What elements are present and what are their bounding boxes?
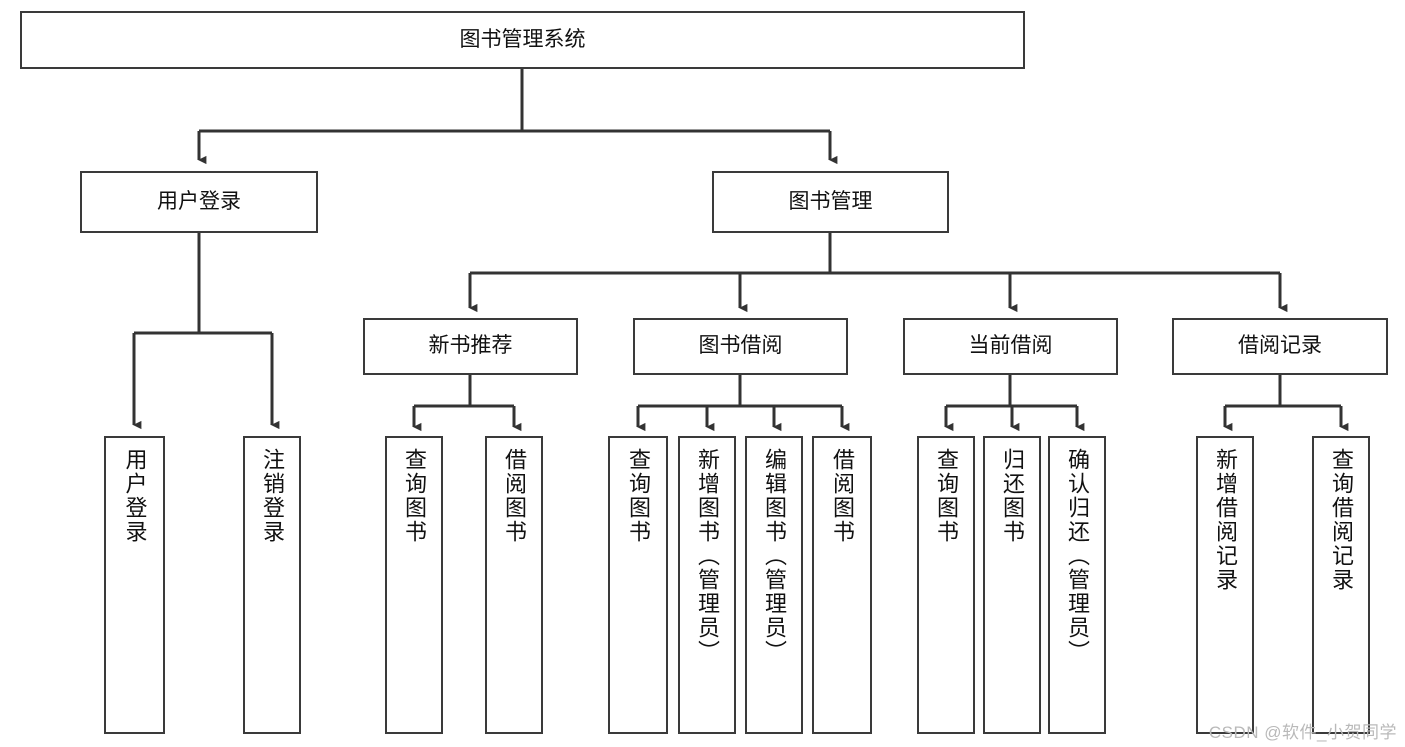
node-leaf-query-book-rec-label: 查询图书	[402, 448, 427, 544]
node-leaf-query-book-rec[interactable]: 查询图书	[385, 436, 443, 734]
node-leaf-add-borrow-record[interactable]: 新增借阅记录	[1196, 436, 1254, 734]
node-leaf-user-login-label: 用户登录	[122, 448, 148, 544]
node-root[interactable]: 图书管理系统	[20, 11, 1025, 69]
node-leaf-edit-book-admin-label: 编辑图书（管理员）	[762, 448, 787, 664]
node-leaf-add-book-admin[interactable]: 新增图书（管理员）	[678, 436, 736, 734]
node-user-login-label: 用户登录	[157, 189, 241, 213]
node-leaf-add-book-admin-label: 新增图书（管理员）	[695, 448, 720, 664]
node-leaf-user-login[interactable]: 用户登录	[104, 436, 165, 734]
node-new-book-recommend[interactable]: 新书推荐	[363, 318, 578, 375]
node-book-borrow-label: 图书借阅	[698, 334, 783, 358]
node-leaf-edit-book-admin[interactable]: 编辑图书（管理员）	[745, 436, 803, 734]
node-leaf-return-book-label: 归还图书	[1000, 448, 1025, 544]
node-user-login[interactable]: 用户登录	[80, 171, 318, 233]
node-leaf-borrow-book-bb[interactable]: 借阅图书	[812, 436, 872, 734]
node-leaf-query-book-bb[interactable]: 查询图书	[608, 436, 668, 734]
node-leaf-confirm-return-admin[interactable]: 确认归还（管理员）	[1048, 436, 1106, 734]
watermark-text: CSDN @软件_小贺同学	[1208, 723, 1397, 742]
node-leaf-query-book-cb[interactable]: 查询图书	[917, 436, 975, 734]
node-leaf-return-book[interactable]: 归还图书	[983, 436, 1041, 734]
node-new-book-recommend-label: 新书推荐	[428, 334, 513, 358]
node-root-label: 图书管理系统	[459, 27, 586, 51]
node-leaf-query-book-cb-label: 查询图书	[934, 448, 959, 544]
node-leaf-query-borrow-record-label: 查询借阅记录	[1329, 448, 1354, 592]
node-leaf-user-logout[interactable]: 注销登录	[243, 436, 301, 734]
node-leaf-query-borrow-record[interactable]: 查询借阅记录	[1312, 436, 1370, 734]
node-borrow-record[interactable]: 借阅记录	[1172, 318, 1388, 375]
node-leaf-query-book-bb-label: 查询图书	[626, 448, 651, 544]
node-leaf-add-borrow-record-label: 新增借阅记录	[1213, 448, 1238, 592]
node-leaf-confirm-return-admin-label: 确认归还（管理员）	[1065, 448, 1090, 664]
node-leaf-borrow-book-bb-label: 借阅图书	[830, 448, 855, 544]
node-borrow-record-label: 借阅记录	[1238, 334, 1322, 358]
node-leaf-borrow-book-rec-label: 借阅图书	[502, 448, 527, 544]
node-current-borrow-label: 当前借阅	[968, 334, 1053, 358]
node-book-borrow[interactable]: 图书借阅	[633, 318, 848, 375]
node-current-borrow[interactable]: 当前借阅	[903, 318, 1118, 375]
node-book-manage[interactable]: 图书管理	[712, 171, 949, 233]
node-leaf-user-logout-label: 注销登录	[260, 448, 285, 544]
node-leaf-borrow-book-rec[interactable]: 借阅图书	[485, 436, 543, 734]
node-book-manage-label: 图书管理	[788, 189, 873, 213]
